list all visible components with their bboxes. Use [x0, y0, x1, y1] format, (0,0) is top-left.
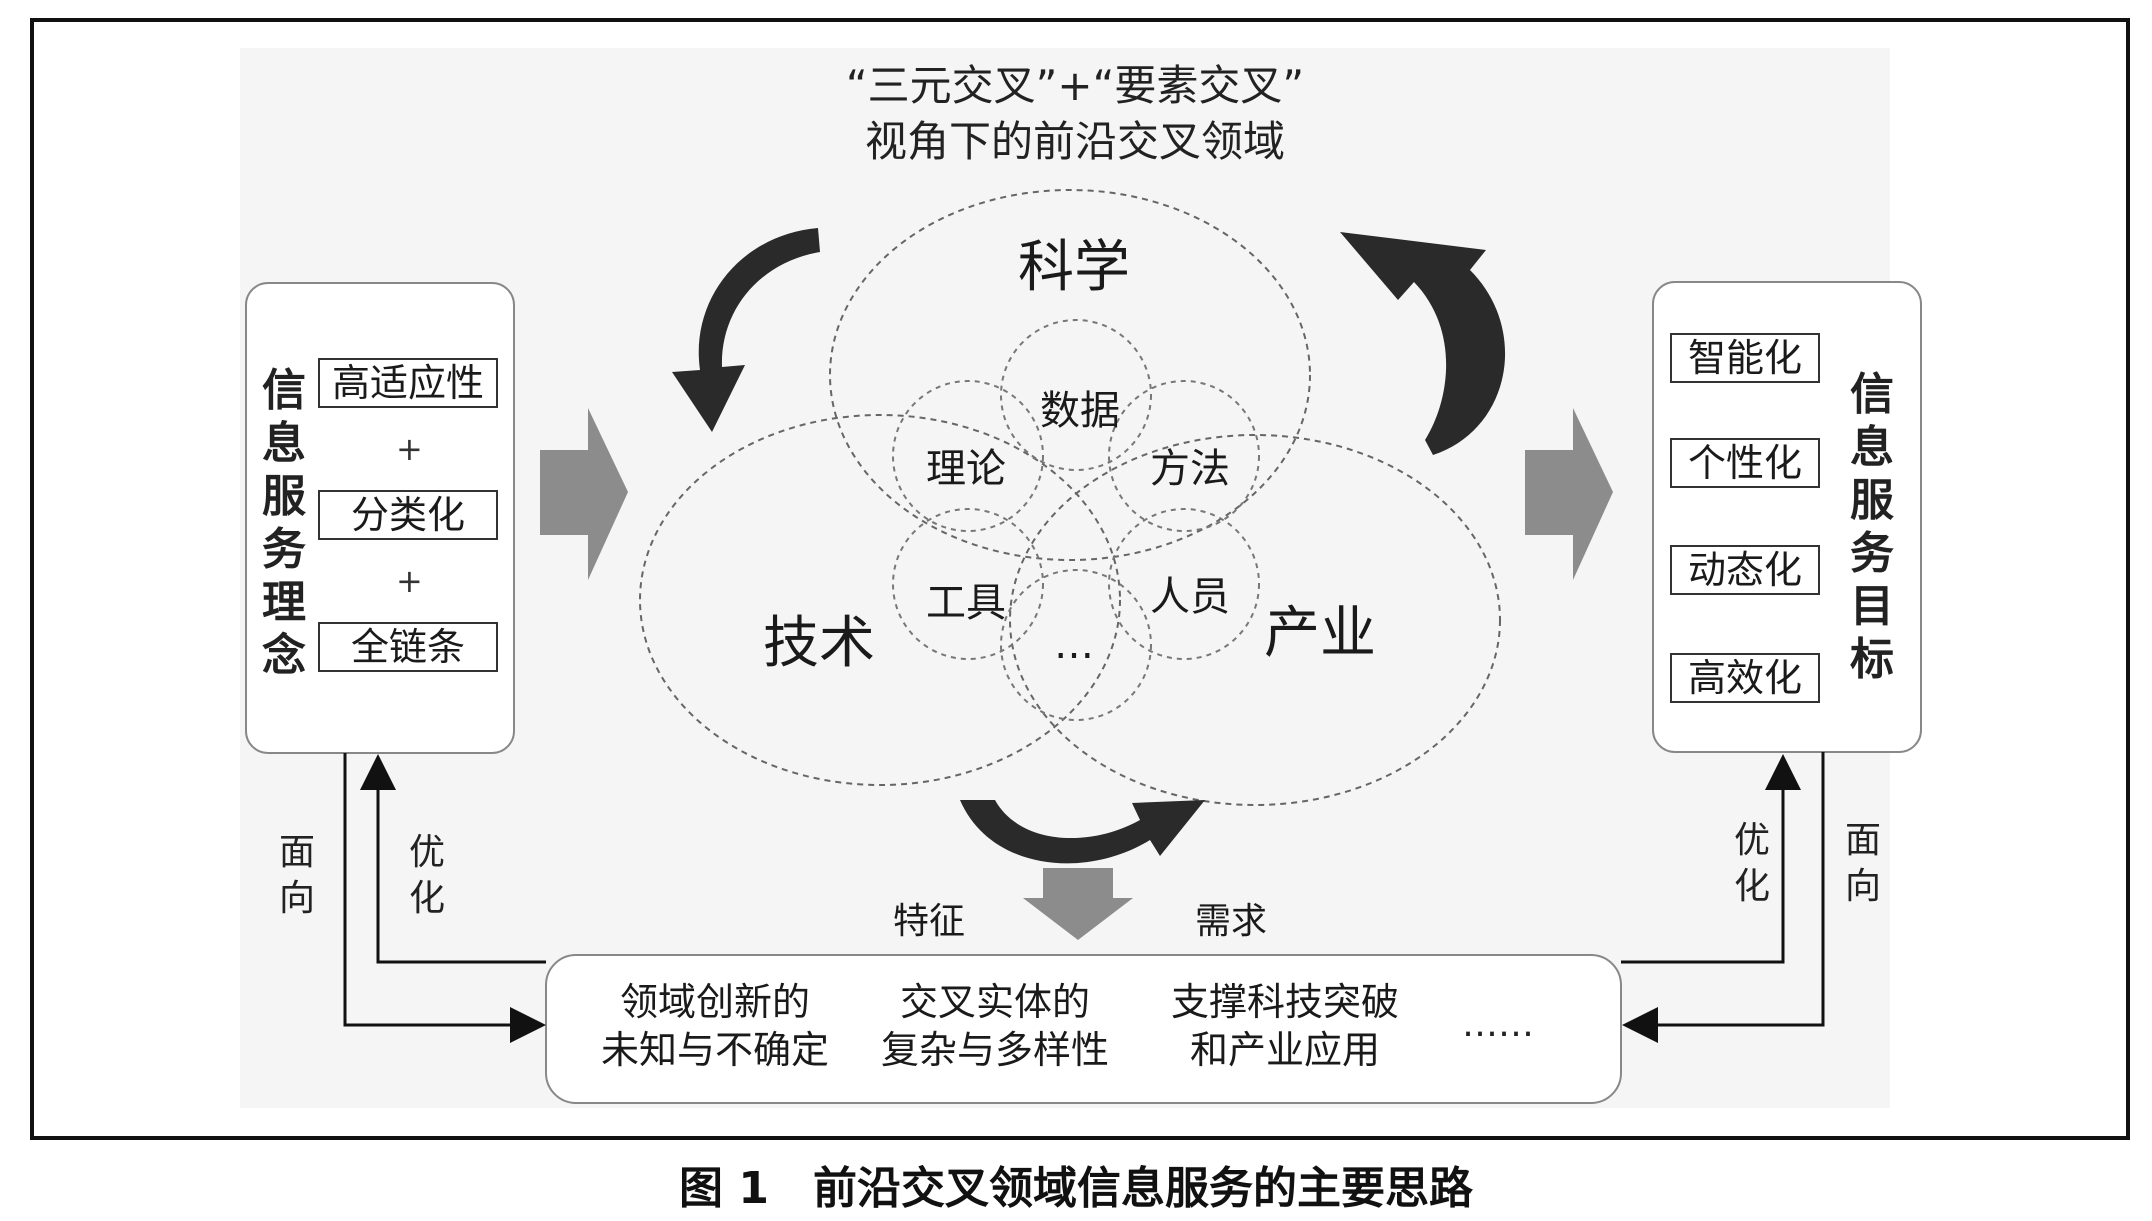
- technology-label: 技术: [763, 611, 875, 676]
- theory-circle: [892, 380, 1044, 532]
- right-panel-frame: [1652, 281, 1922, 753]
- goal-item-efficient: 高效化: [1670, 653, 1820, 703]
- left-face-connector: [343, 753, 546, 1043]
- concept-item-full-chain: 全链条: [318, 622, 498, 672]
- title-line-2: 视角下的前沿交叉领域: [864, 117, 1285, 166]
- tool-label: 工具: [926, 580, 1006, 626]
- data-circle: [1000, 319, 1152, 471]
- goal-item-dynamic: 动态化: [1670, 545, 1820, 595]
- bottom-ellipsis: ……: [1462, 1004, 1534, 1045]
- left-gray-arrow: [540, 408, 628, 580]
- right-panel-heading: 信 息 服 务 目 标: [1850, 369, 1894, 685]
- right-face-connector: [1622, 752, 1825, 1043]
- demand-label: 需求: [1195, 901, 1268, 942]
- more-circle: [1000, 569, 1152, 721]
- theory-label: 理论: [926, 446, 1006, 492]
- bottom-item-complexity: 交叉实体的 复杂与多样性: [880, 980, 1109, 1072]
- science-circle: [829, 189, 1311, 561]
- right-face-label: 面 向: [1844, 820, 1881, 907]
- concept-item-adaptability: 高适应性: [318, 358, 498, 408]
- right-optimize-connector: [1621, 754, 1801, 964]
- plus-sign: +: [396, 562, 423, 600]
- features-label: 特征: [893, 901, 966, 942]
- technology-circle: [639, 414, 1121, 786]
- top-right-curved-arrow: [1340, 232, 1506, 455]
- goal-item-intelligent: 智能化: [1670, 333, 1820, 383]
- diagram-title: “三元交叉”+“要素交叉” 视角下的前沿交叉领域: [760, 58, 1390, 170]
- science-label: 科学: [1018, 235, 1130, 300]
- down-gray-arrow: [1023, 868, 1133, 940]
- left-panel-heading: 信 息 服 务 理 念: [262, 365, 306, 681]
- method-label: 方法: [1150, 446, 1230, 492]
- right-gray-arrow: [1525, 408, 1613, 580]
- data-label: 数据: [1040, 388, 1120, 434]
- left-optimize-connector: [360, 754, 546, 964]
- plus-sign: +: [396, 430, 423, 468]
- left-optimize-label: 优 化: [408, 832, 445, 919]
- goal-item-personalized: 个性化: [1670, 438, 1820, 488]
- industry-circle: [1009, 434, 1501, 806]
- more-label: …: [1054, 622, 1094, 668]
- title-line-1: “三元交叉”+“要素交叉”: [845, 61, 1305, 110]
- method-circle: [1108, 380, 1260, 532]
- top-left-curved-arrow: [672, 228, 820, 432]
- tool-circle: [892, 508, 1044, 660]
- right-optimize-label: 优 化: [1733, 820, 1770, 907]
- people-circle: [1108, 508, 1260, 660]
- concept-item-classification: 分类化: [318, 490, 498, 540]
- figure-caption: 图 1 前沿交叉领域信息服务的主要思路: [679, 1163, 1473, 1214]
- bottom-item-support: 支撑科技突破 和产业应用: [1170, 980, 1399, 1072]
- bottom-item-uncertainty: 领域创新的 未知与不确定: [600, 980, 829, 1072]
- left-face-label: 面 向: [278, 832, 315, 919]
- bottom-curved-arrow: [960, 800, 1205, 864]
- industry-label: 产业: [1264, 601, 1376, 666]
- people-label: 人员: [1150, 574, 1230, 620]
- bottom-panel-frame: [545, 954, 1622, 1104]
